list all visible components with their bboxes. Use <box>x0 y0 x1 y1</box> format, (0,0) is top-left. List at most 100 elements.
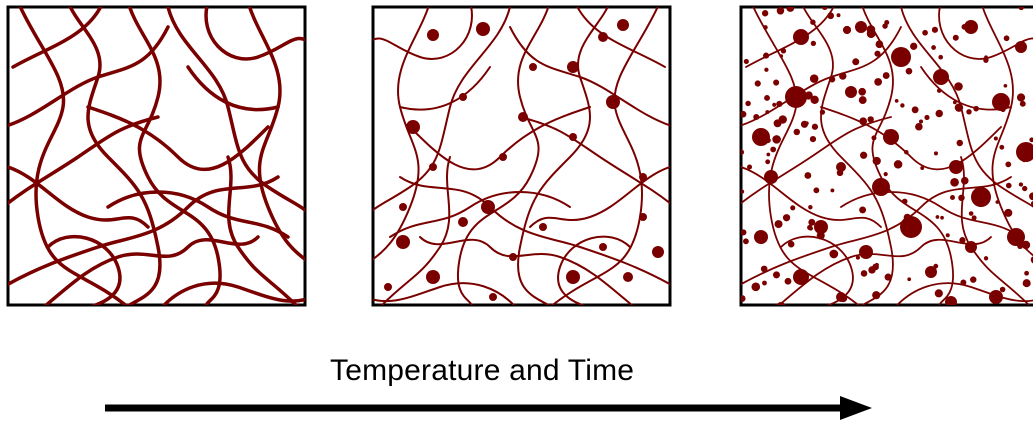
fiber-strand <box>741 116 892 205</box>
particle-dot <box>935 215 940 219</box>
particle-dot <box>960 279 967 286</box>
particle-dot <box>429 163 437 171</box>
particle-dot <box>765 137 771 144</box>
particle-dot <box>384 283 392 291</box>
particle-dot <box>765 110 770 115</box>
fiber-strand <box>550 7 659 305</box>
particle-dot <box>599 243 607 251</box>
right-arrow-icon <box>105 396 872 420</box>
particle-dot <box>752 128 770 146</box>
particle-dot <box>1005 161 1012 168</box>
particle-dot <box>1029 137 1033 143</box>
particle-dot <box>859 206 867 214</box>
particle-dot <box>1003 35 1010 42</box>
particle-dot <box>567 61 579 73</box>
fiber-strand <box>8 175 280 287</box>
particle-dot <box>811 123 819 130</box>
particle-dot <box>810 19 816 25</box>
panel-stage-2 <box>371 5 672 307</box>
particle-dot <box>539 223 547 231</box>
particle-dot <box>821 7 828 10</box>
fiber-strand <box>576 7 666 68</box>
particle-dot <box>954 103 964 112</box>
particle-dot <box>904 149 909 155</box>
fiber-strand <box>896 282 1033 305</box>
fiber-strand <box>380 156 451 305</box>
fiber-strand <box>419 236 634 305</box>
particle-dot <box>891 47 911 67</box>
particle-dot <box>776 7 785 15</box>
particle-dot <box>954 82 963 91</box>
particle-dot <box>989 290 1003 304</box>
particle-dot <box>964 20 978 34</box>
particle-dot <box>973 105 979 112</box>
particle-dot <box>933 151 939 156</box>
particle-dot <box>874 262 879 268</box>
particle-dot <box>743 58 749 65</box>
particle-dot <box>814 220 828 234</box>
particle-dot <box>1000 107 1006 113</box>
particle-dot <box>829 249 839 259</box>
particle-dot <box>804 172 812 179</box>
particle-dot <box>874 50 881 57</box>
particle-dot <box>816 231 825 240</box>
particle-dot <box>992 93 1010 111</box>
particle-dot <box>427 29 439 41</box>
particle-dot <box>855 21 867 33</box>
fiber-strand <box>840 191 1022 238</box>
particle-dot <box>884 135 891 143</box>
particle-dot <box>882 23 888 29</box>
fiber-strand <box>777 236 992 305</box>
particle-dot <box>1021 240 1031 250</box>
particle-dot <box>1022 185 1028 192</box>
particle-dot <box>623 272 633 282</box>
particle-dot <box>1007 228 1025 246</box>
particle-dot <box>406 120 420 134</box>
particle-dot <box>809 74 819 83</box>
particle-dot <box>786 7 795 12</box>
particle-dot <box>920 166 925 170</box>
particle-dot <box>785 86 807 108</box>
particle-dot <box>762 280 767 286</box>
panel-stage-3 <box>739 5 1033 307</box>
fiber-strand <box>861 7 954 305</box>
particle-dot <box>396 235 410 249</box>
particle-dot <box>903 213 911 221</box>
particle-dot <box>945 233 950 238</box>
particle-dot <box>782 214 791 222</box>
particle-dot <box>766 152 771 157</box>
particle-dot <box>999 144 1005 150</box>
fiber-strand <box>46 234 122 305</box>
particle-dot <box>1030 256 1033 264</box>
particle-dot <box>907 277 912 282</box>
particle-cluster <box>741 7 1033 305</box>
particle-dot <box>809 135 817 143</box>
particle-dot <box>893 160 903 169</box>
fiber-strand <box>18 7 129 305</box>
particle-dot <box>868 266 876 274</box>
particle-dot <box>639 173 647 181</box>
particle-dot <box>793 128 801 136</box>
fiber-strand <box>86 105 270 171</box>
particle-cluster <box>384 19 664 301</box>
particle-dot <box>836 13 841 18</box>
particle-dot <box>639 213 647 221</box>
particle-dot <box>459 93 467 101</box>
fiber-strand <box>938 7 1033 60</box>
particle-dot <box>509 253 517 261</box>
particle-dot <box>866 25 876 34</box>
particle-dot <box>867 116 874 123</box>
particle-dot <box>836 169 844 177</box>
particle-dot <box>915 122 923 131</box>
particle-dot <box>1022 158 1026 163</box>
fiber-strand <box>68 7 162 305</box>
particle-dot <box>960 176 969 185</box>
panel-stage-1 <box>6 5 307 307</box>
particle-dot <box>842 25 852 35</box>
particle-dot <box>839 294 848 303</box>
particle-dot <box>764 95 770 101</box>
particle-dot <box>933 263 939 269</box>
particle-dot <box>1029 192 1033 201</box>
fiber-strand <box>780 235 854 305</box>
fiber-strand <box>166 7 305 213</box>
